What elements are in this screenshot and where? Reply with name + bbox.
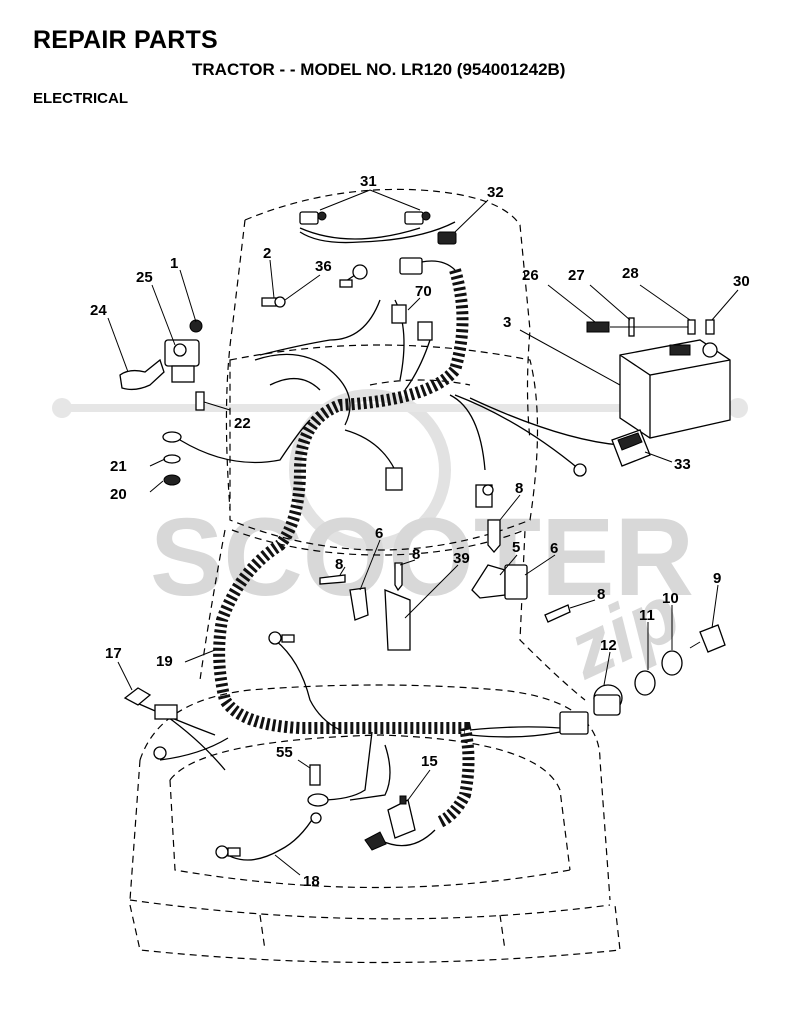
callout-11: 11 bbox=[639, 607, 655, 624]
callout-15: 15 bbox=[421, 753, 438, 770]
switch-6b bbox=[504, 564, 528, 600]
nut-20 bbox=[163, 474, 181, 486]
callout-22: 22 bbox=[234, 415, 251, 432]
bracket-39 bbox=[384, 589, 411, 651]
callout-8-right: 8 bbox=[597, 586, 605, 603]
connector-plug bbox=[399, 257, 423, 275]
callout-32: 32 bbox=[487, 184, 504, 201]
callout-1: 1 bbox=[170, 255, 178, 272]
model-subtitle: TRACTOR - - MODEL NO. LR120 (954001242B) bbox=[192, 60, 566, 79]
switch-15 bbox=[387, 795, 416, 839]
callout-8-mid: 8 bbox=[412, 546, 420, 563]
callout-33: 33 bbox=[674, 456, 691, 473]
harness-coil bbox=[213, 268, 475, 828]
callout-55: 55 bbox=[276, 744, 293, 761]
callout-8-left: 8 bbox=[335, 556, 343, 573]
callout-6-right: 6 bbox=[550, 540, 558, 557]
washer-21 bbox=[163, 454, 181, 464]
switch-33 bbox=[611, 429, 651, 467]
callout-27: 27 bbox=[568, 267, 585, 284]
callout-3: 3 bbox=[503, 314, 511, 331]
section-title: ELECTRICAL bbox=[33, 90, 128, 107]
ring-terminal-2 bbox=[261, 296, 286, 308]
connector-15 bbox=[364, 831, 387, 851]
callout-24: 24 bbox=[90, 302, 107, 319]
callout-31: 31 bbox=[360, 173, 377, 190]
connector-32 bbox=[437, 231, 457, 245]
callout-18: 18 bbox=[303, 873, 320, 890]
connector-31-left bbox=[299, 211, 327, 225]
screw-8d bbox=[544, 604, 571, 623]
lower-wiring bbox=[129, 639, 561, 861]
callout-21: 21 bbox=[110, 458, 127, 475]
callout-labels: 31 32 2 36 70 1 25 24 22 21 20 3 26 27 2… bbox=[90, 173, 750, 890]
main-connector bbox=[559, 711, 589, 735]
connector-harness-a bbox=[385, 467, 403, 491]
bezel-11 bbox=[634, 670, 656, 696]
fuse-17 bbox=[123, 687, 152, 706]
callout-39: 39 bbox=[453, 550, 470, 567]
ring-terminal-36 bbox=[339, 264, 368, 288]
callout-30: 30 bbox=[733, 273, 750, 290]
screw-8c bbox=[487, 519, 501, 553]
callout-19: 19 bbox=[156, 653, 173, 670]
boot-24 bbox=[119, 358, 165, 391]
connector-70b bbox=[417, 321, 433, 341]
bolt-55 bbox=[309, 764, 321, 786]
ignition-key-9 bbox=[689, 624, 726, 653]
battery-hardware bbox=[586, 317, 715, 337]
fuse-holder bbox=[154, 704, 178, 720]
watermark-text: SCOOTER bbox=[150, 496, 694, 619]
callout-36: 36 bbox=[315, 258, 332, 275]
screw-8b bbox=[394, 562, 403, 592]
screw-8a bbox=[319, 574, 346, 585]
callout-25: 25 bbox=[136, 269, 153, 286]
callout-28: 28 bbox=[622, 265, 639, 282]
ground-washer bbox=[307, 793, 329, 807]
bolt-22 bbox=[195, 391, 205, 411]
page-title: REPAIR PARTS bbox=[33, 26, 218, 54]
ground-terminal bbox=[310, 812, 322, 824]
callout-5: 5 bbox=[512, 539, 520, 556]
ring-terminal-18 bbox=[215, 845, 241, 859]
callout-70: 70 bbox=[415, 283, 432, 300]
callout-20: 20 bbox=[110, 486, 127, 503]
callout-6-left: 6 bbox=[375, 525, 383, 542]
connector-70 bbox=[391, 304, 407, 324]
callout-2: 2 bbox=[263, 245, 271, 262]
watermark: SCOOTER zip bbox=[52, 389, 748, 696]
callout-9: 9 bbox=[713, 570, 721, 587]
callout-8-top: 8 bbox=[515, 480, 523, 497]
callout-17: 17 bbox=[105, 645, 122, 662]
ring-terminal-lower-left bbox=[153, 631, 295, 760]
callout-26: 26 bbox=[522, 267, 539, 284]
callout-10: 10 bbox=[662, 590, 679, 607]
callout-12: 12 bbox=[600, 637, 617, 654]
solenoid-25 bbox=[164, 319, 203, 383]
battery-3 bbox=[619, 339, 731, 439]
leader-lines bbox=[107, 189, 739, 876]
connector-31-right bbox=[404, 211, 431, 225]
washer-terminal bbox=[162, 431, 182, 443]
nut-10 bbox=[661, 650, 683, 676]
ignition-switch-12 bbox=[593, 684, 623, 716]
ring-terminal-right bbox=[482, 463, 587, 496]
